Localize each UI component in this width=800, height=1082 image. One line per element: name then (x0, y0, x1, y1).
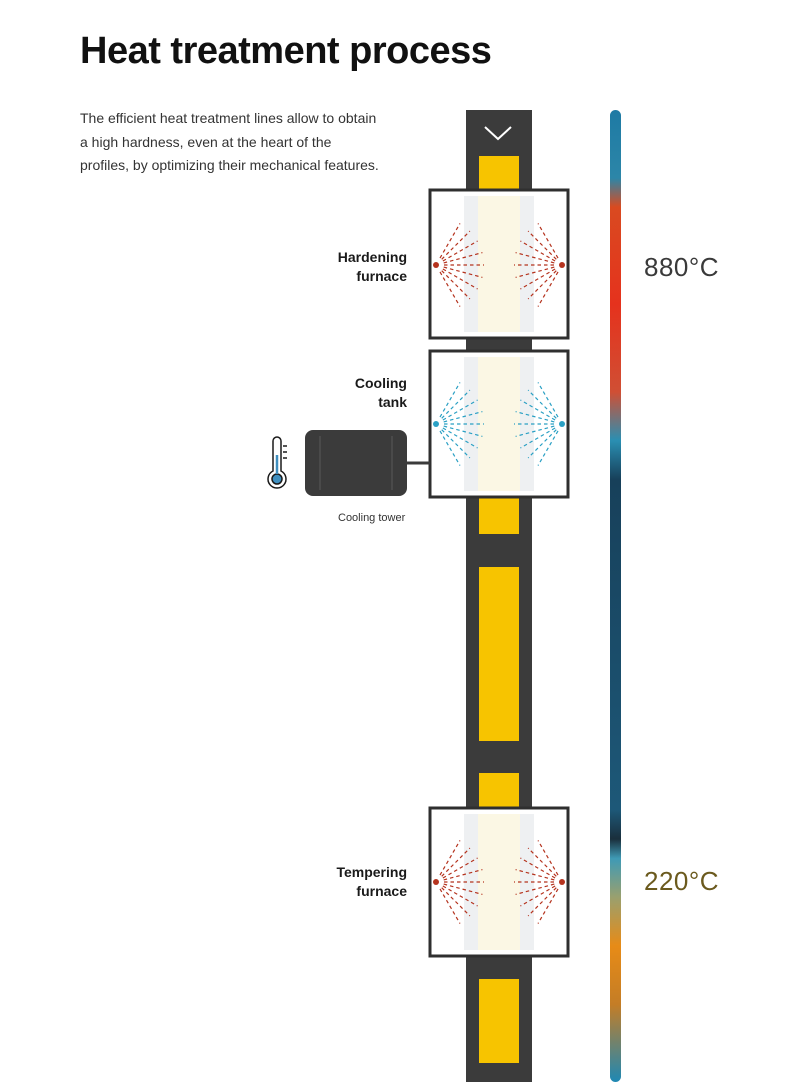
page-title: Heat treatment process (80, 30, 492, 72)
temperature-bar (610, 110, 621, 1082)
ray-line (527, 270, 557, 300)
ray-line (439, 888, 461, 924)
profile-bar (479, 773, 519, 809)
ray-line (527, 429, 557, 459)
ray-line (439, 223, 461, 259)
profile-bar (479, 979, 519, 1063)
ray-line (515, 411, 555, 423)
cooling-tower (305, 430, 430, 496)
ray-line (443, 883, 483, 895)
ray-line (442, 240, 478, 262)
ray-line (441, 270, 471, 300)
ray-line (520, 885, 556, 907)
ray-line (515, 869, 555, 881)
ray-line (527, 847, 557, 877)
ray-line (537, 271, 559, 307)
ray-line (537, 430, 559, 466)
ray-line (527, 887, 557, 917)
ray-line (442, 427, 478, 449)
ray-line (443, 266, 483, 278)
ray-line (520, 427, 556, 449)
intro-text: The efficient heat treatment lines allow… (80, 110, 379, 173)
ray-line (515, 266, 555, 278)
ray-line (442, 857, 478, 879)
ray-line (439, 382, 461, 418)
ray-line (537, 223, 559, 259)
hardening-furnace (428, 188, 570, 340)
cooling-tank (428, 349, 570, 499)
ray-line (441, 389, 471, 419)
ray-line (441, 230, 471, 260)
hardening-temperature: 880°C (644, 252, 720, 282)
cooling-tank-label: Cooling tank (354, 375, 407, 410)
thermometer-icon (267, 436, 287, 489)
ray-line (515, 425, 555, 437)
ray-line (442, 399, 478, 421)
ray-line (442, 885, 478, 907)
ray-line (442, 268, 478, 290)
tempering-furnace (428, 806, 570, 958)
chevron-down-icon (484, 126, 512, 141)
ray-line (527, 230, 557, 260)
profile-bar (479, 567, 519, 741)
ray-line (441, 429, 471, 459)
ray-line (537, 382, 559, 418)
ray-line (439, 271, 461, 307)
ray-line (443, 411, 483, 423)
ray-line (527, 389, 557, 419)
ray-line (537, 840, 559, 876)
ray-line (520, 857, 556, 879)
tempering-temperature: 220°C (644, 866, 720, 896)
ray-line (443, 252, 483, 264)
ray-line (520, 240, 556, 262)
ray-line (515, 883, 555, 895)
ray-line (439, 430, 461, 466)
ray-line (439, 840, 461, 876)
ray-line (520, 268, 556, 290)
profile-bar (479, 496, 519, 534)
ray-line (441, 847, 471, 877)
ray-line (515, 252, 555, 264)
tempering-furnace-label: Tempering furnace (336, 864, 407, 899)
ray-line (520, 399, 556, 421)
ray-line (443, 869, 483, 881)
ray-line (441, 887, 471, 917)
cooling-tower-label: Cooling tower (338, 512, 406, 524)
ray-line (537, 888, 559, 924)
ray-line (443, 425, 483, 437)
hardening-furnace-label: Hardening furnace (337, 249, 407, 284)
